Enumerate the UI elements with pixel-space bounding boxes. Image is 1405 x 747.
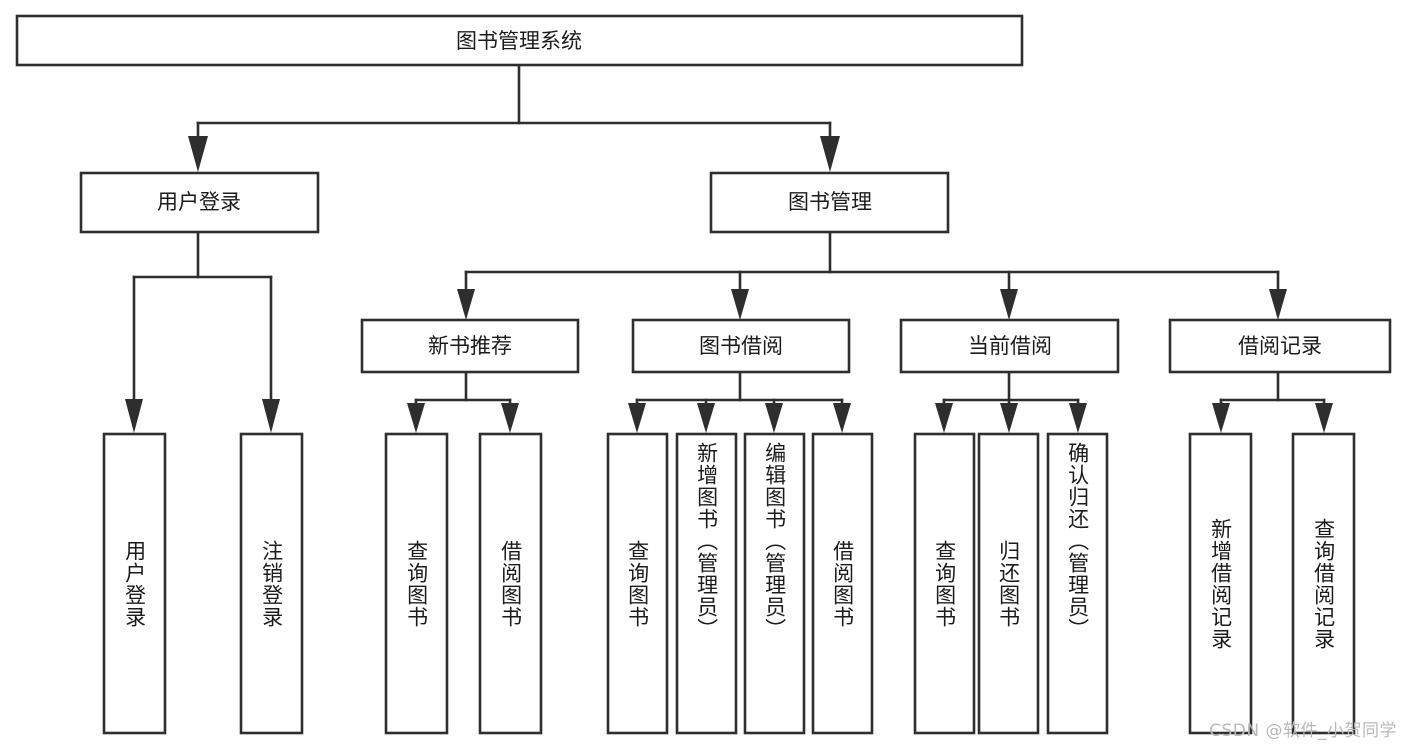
arrowhead-cb-return-book [1000,403,1018,433]
node-leaf-cb-query-book[interactable] [913,432,976,735]
arrowhead-book-borrow [731,289,749,320]
node-leaf-cb-return-book[interactable] [977,432,1040,735]
arrowhead-bb-borrow-book [833,403,851,433]
node-borrow-record[interactable] [1168,318,1392,374]
arrowhead-nb-borrow-book [501,403,519,433]
node-book-management-label: 图书管理 [788,190,872,214]
arrowhead-nb-query-book [407,403,425,433]
node-book-management[interactable] [709,171,950,234]
arrowhead-bb-query-book [628,403,646,433]
arrowhead-book-mgmt [820,136,840,172]
node-book-borrow-label: 图书借阅 [699,334,783,358]
node-root-system-label: 图书管理系统 [456,29,582,53]
watermark-credit: CSDN @软件_小贺同学 [1209,721,1397,741]
node-leaf-bb-borrow-book[interactable] [811,432,874,735]
node-new-book-recommend-label: 新书推荐 [428,334,512,358]
arrowhead-borrow-record [1269,289,1287,320]
arrowhead-cb-query-book [935,403,953,433]
node-user-login-label: 用户登录 [157,190,241,214]
node-borrow-record-label: 借阅记录 [1238,334,1322,358]
node-leaf-bb-add-book[interactable] [675,432,738,735]
arrowhead-br-add-record [1212,403,1230,433]
arrowhead-new-book-recommend [457,289,475,320]
arrowhead-cb-confirm-return [1069,403,1087,433]
node-current-borrow[interactable] [899,318,1120,374]
node-leaf-cb-confirm-return[interactable] [1046,432,1109,735]
arrowhead-user-login [188,136,208,172]
node-leaf-bb-query-book[interactable] [606,432,669,735]
node-leaf-br-query-record[interactable] [1291,432,1356,735]
node-leaf-user-login[interactable] [102,432,167,735]
node-new-book-recommend[interactable] [360,318,580,374]
node-leaf-logout[interactable] [239,432,304,735]
arrowhead-leaf-user-login [125,399,143,433]
arrowhead-leaf-logout [262,399,280,433]
node-leaf-nb-query-book[interactable] [384,432,449,735]
arrowhead-bb-edit-book [765,403,783,433]
node-leaf-nb-borrow-book[interactable] [478,432,543,735]
node-leaf-bb-edit-book[interactable] [743,432,806,735]
arrowhead-bb-add-book [697,403,715,433]
node-user-login[interactable] [79,171,320,234]
node-root-system[interactable] [15,14,1024,67]
arrowhead-br-query-record [1315,403,1333,433]
node-book-borrow[interactable] [631,318,851,374]
node-leaf-br-add-record[interactable] [1188,432,1253,735]
node-current-borrow-label: 当前借阅 [968,334,1052,358]
arrowhead-current-borrow [1000,289,1018,320]
